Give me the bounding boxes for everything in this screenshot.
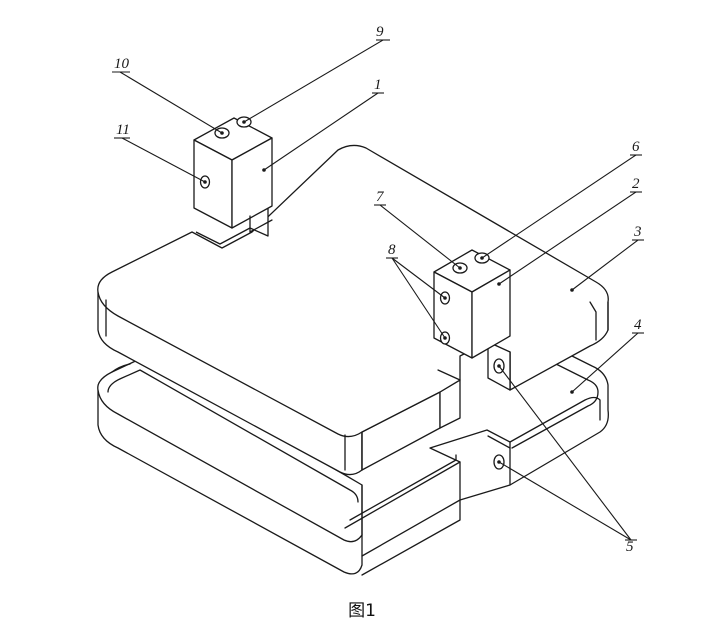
label-4: 4 (634, 317, 642, 333)
label-5: 5 (626, 539, 634, 555)
lower-plate (97, 339, 609, 576)
label-8: 8 (388, 242, 396, 258)
figure-caption: 图1 (348, 601, 376, 621)
label-2: 2 (632, 176, 640, 192)
label-11: 11 (116, 122, 130, 138)
label-7: 7 (376, 189, 385, 205)
leader-dots (203, 120, 574, 464)
block-1 (193, 116, 273, 233)
label-6: 6 (632, 139, 640, 155)
label-10: 10 (114, 56, 130, 72)
label-1: 1 (374, 77, 382, 93)
leader-lines (112, 39, 644, 541)
part-labels: 10 9 1 11 6 7 8 2 3 4 5 (114, 24, 642, 555)
label-9: 9 (376, 24, 384, 40)
label-3: 3 (633, 224, 642, 240)
